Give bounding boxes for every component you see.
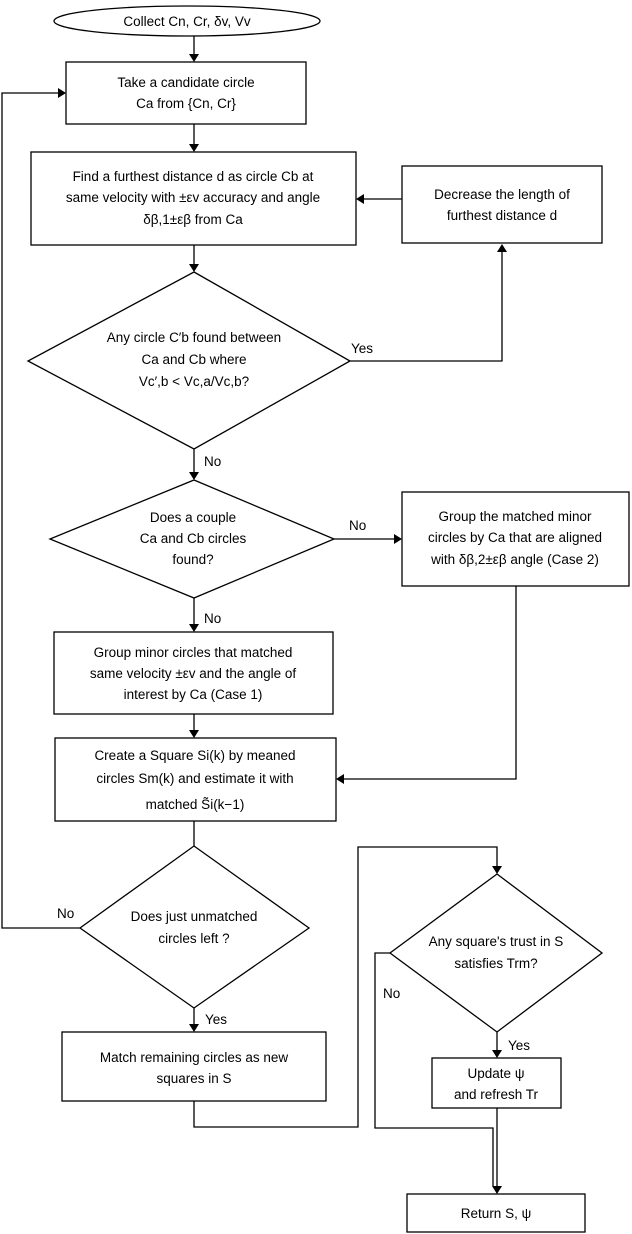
arrowhead bbox=[497, 244, 507, 252]
groupminor-line-1: Group minor circles that matched bbox=[94, 645, 293, 660]
unmatched-line-1: Does just unmatched bbox=[131, 909, 258, 924]
create-line-2: circles Sm(k) and estimate it with bbox=[96, 771, 293, 786]
anycircle-line-2: Ca and Cb where bbox=[141, 352, 246, 367]
start-node: Collect Cn, Cr, δv, Vv bbox=[53, 5, 321, 37]
arrowhead bbox=[189, 624, 199, 632]
groupmatched-line-1: Group the matched minor bbox=[438, 509, 592, 524]
label-yes-unmatched: Yes bbox=[205, 1012, 227, 1027]
unmatched-left-decision: Does just unmatched circles left ? bbox=[78, 845, 311, 1009]
match-line-2: squares in S bbox=[156, 1071, 231, 1086]
find-line-1: Find a furthest distance d as circle Cb … bbox=[73, 169, 314, 184]
arrowhead bbox=[58, 88, 66, 98]
match-remaining-node: Match remaining circles as new squares i… bbox=[61, 1031, 327, 1102]
arrowhead bbox=[492, 866, 502, 874]
label-no-couple-down: No bbox=[204, 611, 221, 626]
find-distance-node: Find a furthest distance d as circle Cb … bbox=[30, 151, 357, 246]
decrease-line-2: furthest distance d bbox=[447, 208, 557, 223]
find-line-3: δβ,1±εβ from Ca bbox=[143, 212, 243, 227]
decrease-line-1: Decrease the length of bbox=[434, 187, 570, 202]
arrowhead bbox=[336, 774, 344, 784]
couple-line-2: Ca and Cb circles bbox=[140, 531, 247, 546]
edge-groupmatched-create bbox=[344, 586, 517, 780]
return-label: Return S, ψ bbox=[461, 1206, 531, 1221]
label-no-trust: No bbox=[383, 986, 400, 1001]
group-matched-node: Group the matched minor circles by Ca th… bbox=[401, 491, 630, 587]
start-label: Collect Cn, Cr, δv, Vv bbox=[123, 14, 251, 29]
groupminor-line-2: same velocity ±εv and the angle of bbox=[90, 666, 297, 681]
edges bbox=[1, 36, 517, 1194]
arrowhead bbox=[189, 144, 199, 152]
arrowhead bbox=[492, 1186, 502, 1194]
label-no-unmatched: No bbox=[57, 906, 74, 921]
arrowhead bbox=[189, 54, 199, 62]
any-circle-decision: Any circle C′b found between Ca and Cb w… bbox=[26, 271, 352, 450]
couple-line-1: Does a couple bbox=[150, 510, 236, 525]
arrowhead bbox=[189, 472, 199, 480]
edge-trust-return bbox=[374, 952, 494, 1186]
take-line-1: Take a candidate circle bbox=[117, 75, 254, 90]
arrowhead bbox=[394, 534, 402, 544]
groupmatched-line-3: with δβ,2±εβ angle (Case 2) bbox=[430, 552, 599, 567]
take-candidate-node: Take a candidate circle Ca from {Cn, Cr} bbox=[65, 61, 307, 125]
arrowhead bbox=[189, 264, 199, 272]
decrease-length-node: Decrease the length of furthest distance… bbox=[401, 165, 603, 244]
anycircle-line-3: Vc′,b < Vc,a/Vc,b? bbox=[139, 374, 249, 389]
unmatched-line-2: circles left ? bbox=[158, 931, 229, 946]
edge-anycircle-decrease bbox=[350, 252, 503, 362]
take-line-2: Ca from {Cn, Cr} bbox=[136, 96, 236, 111]
trust-line-1: Any square's trust in S bbox=[429, 934, 564, 949]
update-line-1: Update ψ bbox=[468, 1066, 525, 1081]
arrowhead bbox=[492, 1050, 502, 1058]
groupminor-line-3: interest by Ca (Case 1) bbox=[124, 687, 263, 702]
couple-line-3: found? bbox=[172, 552, 213, 567]
label-yes-trust: Yes bbox=[508, 1038, 530, 1053]
couple-found-decision: Does a couple Ca and Cb circles found? bbox=[48, 479, 336, 599]
trust-line-2: satisfies Trm? bbox=[454, 956, 537, 971]
find-line-2: same velocity with ±εv accuracy and angl… bbox=[66, 190, 320, 205]
edge-unmatched-take bbox=[1, 92, 80, 929]
create-line-1: Create a Square Si(k) by meaned bbox=[94, 748, 295, 763]
arrowhead bbox=[189, 1024, 199, 1032]
group-minor-node: Group minor circles that matched same ve… bbox=[53, 631, 334, 715]
trust-decision: Any square's trust in S satisfies Trm? bbox=[388, 873, 604, 1033]
arrowhead bbox=[356, 194, 364, 204]
edge-match-trust bbox=[193, 846, 498, 1128]
anycircle-line-1: Any circle C′b found between bbox=[107, 330, 281, 345]
label-no-couple-right: No bbox=[349, 518, 366, 533]
create-line-3: matched S̃i(k−1) bbox=[146, 797, 245, 812]
update-line-2: and refresh Tr bbox=[454, 1087, 539, 1102]
match-line-1: Match remaining circles as new bbox=[100, 1050, 289, 1065]
update-psi-node: Update ψ and refresh Tr bbox=[431, 1057, 562, 1109]
label-yes-anycircle: Yes bbox=[351, 341, 373, 356]
arrowhead bbox=[189, 730, 199, 738]
create-square-node: Create a Square Si(k) by meaned circles … bbox=[54, 737, 337, 822]
groupmatched-line-2: circles by Ca that are aligned bbox=[428, 530, 602, 545]
label-no-anycircle: No bbox=[204, 454, 221, 469]
return-node: Return S, ψ bbox=[406, 1193, 586, 1233]
